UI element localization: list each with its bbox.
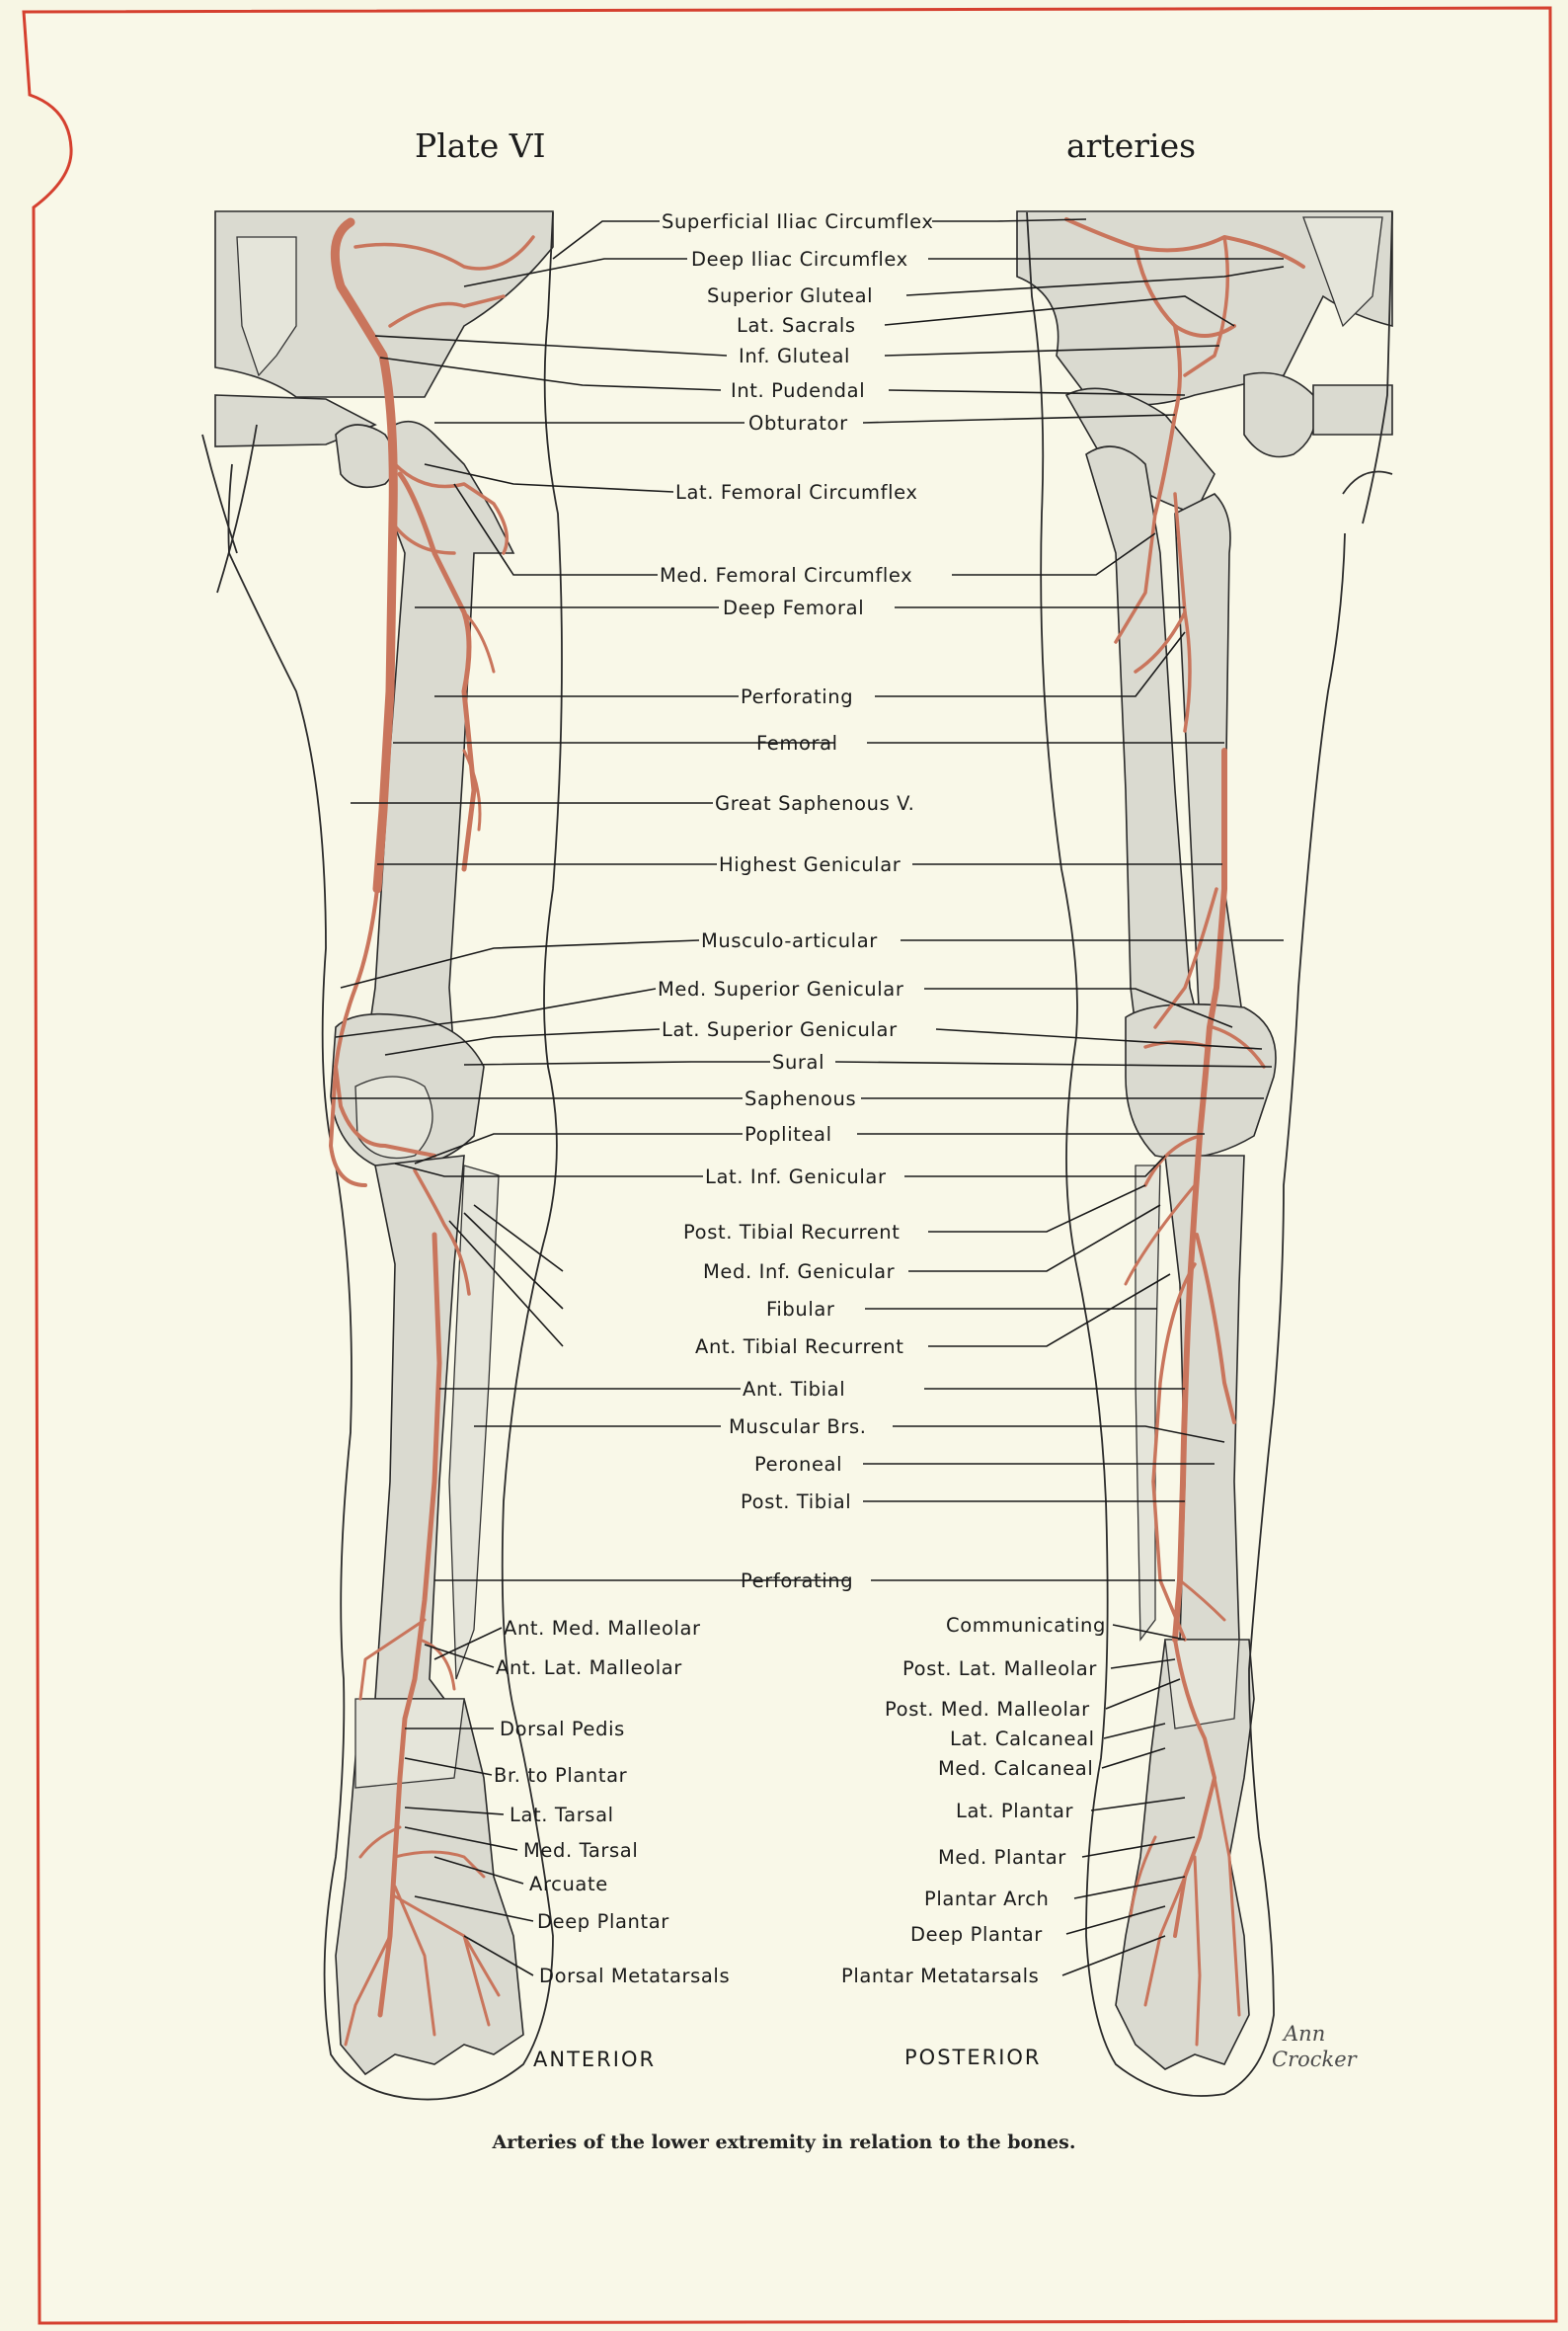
- label-deep-iliac-circumflex: Deep Iliac Circumflex: [691, 248, 908, 271]
- label-post-med-malleolar: Post. Med. Malleolar: [885, 1698, 1090, 1721]
- label-saphenous: Saphenous: [745, 1087, 856, 1110]
- center-labels: Superficial Iliac Circumflex Deep Iliac …: [658, 210, 934, 1592]
- label-superior-gluteal: Superior Gluteal: [707, 284, 873, 307]
- label-ant-tibial-recurrent: Ant. Tibial Recurrent: [695, 1335, 903, 1358]
- label-perforating-lower: Perforating: [741, 1569, 853, 1592]
- label-lat-tarsal: Lat. Tarsal: [510, 1804, 614, 1826]
- leader-lines: [331, 218, 1285, 1976]
- label-ant-tibial: Ant. Tibial: [743, 1378, 845, 1401]
- label-deep-plantar-posterior: Deep Plantar: [910, 1923, 1043, 1946]
- label-plantar-metatarsals: Plantar Metatarsals: [841, 1965, 1039, 1987]
- posterior-skeleton: [1016, 210, 1393, 2070]
- label-arcuate: Arcuate: [529, 1873, 608, 1895]
- anterior-skeleton: [214, 210, 554, 2076]
- label-communicating: Communicating: [946, 1614, 1106, 1637]
- label-lat-plantar: Lat. Plantar: [956, 1800, 1074, 1822]
- label-great-saphenous-v: Great Saphenous V.: [715, 792, 914, 815]
- label-lat-inf-genicular: Lat. Inf. Genicular: [705, 1166, 887, 1188]
- label-dorsal-pedis: Dorsal Pedis: [500, 1718, 625, 1740]
- label-med-inf-genicular: Med. Inf. Genicular: [703, 1260, 896, 1283]
- label-post-lat-malleolar: Post. Lat. Malleolar: [902, 1657, 1097, 1680]
- label-ant-med-malleolar: Ant. Med. Malleolar: [504, 1617, 701, 1640]
- label-popliteal: Popliteal: [745, 1123, 832, 1146]
- posterior-arteries: [1064, 217, 1305, 2047]
- label-lat-superior-genicular: Lat. Superior Genicular: [662, 1018, 898, 1041]
- plate-title: Plate VI: [415, 126, 546, 165]
- label-plantar-arch: Plantar Arch: [924, 1888, 1050, 1910]
- label-superficial-iliac-circumflex: Superficial Iliac Circumflex: [662, 210, 934, 233]
- label-femoral: Femoral: [756, 732, 838, 755]
- label-perforating-upper: Perforating: [741, 685, 853, 708]
- anterior-foot-labels: Ant. Med. Malleolar Ant. Lat. Malleolar …: [494, 1617, 730, 1987]
- view-label-posterior: POSTERIOR: [904, 2046, 1042, 2069]
- label-fibular: Fibular: [766, 1298, 835, 1321]
- signature-line-2: Crocker: [1272, 2048, 1359, 2071]
- label-med-femoral-circumflex: Med. Femoral Circumflex: [660, 564, 912, 587]
- label-lat-femoral-circumflex: Lat. Femoral Circumflex: [675, 481, 918, 504]
- signature-line-1: Ann: [1282, 2022, 1325, 2046]
- label-post-tibial: Post. Tibial: [741, 1490, 851, 1513]
- label-int-pudendal: Int. Pudendal: [731, 379, 865, 402]
- label-med-tarsal: Med. Tarsal: [523, 1839, 638, 1862]
- posterior-leg-outline: [1026, 211, 1393, 2097]
- label-peroneal: Peroneal: [754, 1453, 842, 1476]
- posterior-foot-labels: Communicating Post. Lat. Malleolar Post.…: [841, 1614, 1106, 1987]
- figure-caption: Arteries of the lower extremity in relat…: [492, 2131, 1076, 2153]
- view-label-anterior: ANTERIOR: [533, 2048, 656, 2071]
- label-lat-sacrals: Lat. Sacrals: [737, 314, 856, 337]
- label-med-superior-genicular: Med. Superior Genicular: [658, 978, 904, 1001]
- label-inf-gluteal: Inf. Gluteal: [739, 345, 850, 367]
- label-musculo-articular: Musculo-articular: [701, 929, 878, 952]
- label-post-tibial-recurrent: Post. Tibial Recurrent: [683, 1221, 901, 1244]
- label-lat-calcaneal: Lat. Calcaneal: [950, 1728, 1095, 1750]
- section-title: arteries: [1066, 126, 1197, 165]
- label-ant-lat-malleolar: Ant. Lat. Malleolar: [496, 1656, 682, 1679]
- label-dorsal-metatarsals: Dorsal Metatarsals: [539, 1965, 730, 1987]
- label-sural: Sural: [772, 1051, 824, 1074]
- label-deep-plantar-anterior: Deep Plantar: [537, 1910, 669, 1933]
- label-obturator: Obturator: [748, 412, 848, 435]
- label-med-calcaneal: Med. Calcaneal: [938, 1757, 1093, 1780]
- label-br-to-plantar: Br. to Plantar: [494, 1764, 628, 1787]
- anterior-arteries: [329, 217, 535, 2047]
- label-med-plantar: Med. Plantar: [938, 1846, 1066, 1869]
- label-muscular-brs: Muscular Brs.: [729, 1415, 867, 1438]
- label-deep-femoral: Deep Femoral: [723, 597, 864, 619]
- artist-signature: Ann Crocker: [1272, 2022, 1359, 2071]
- label-highest-genicular: Highest Genicular: [719, 853, 902, 876]
